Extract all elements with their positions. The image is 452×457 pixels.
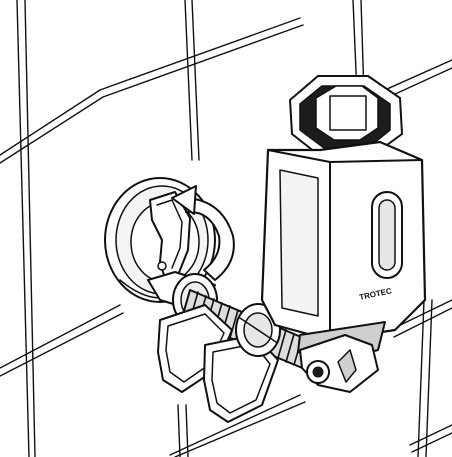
locking-screw-icon — [299, 334, 379, 393]
rotation-arrow-icon — [171, 185, 235, 281]
adjustment-knob-icon — [235, 303, 281, 357]
line-laser-device: TROTEC — [260, 75, 427, 363]
side-window-icon — [371, 191, 403, 279]
